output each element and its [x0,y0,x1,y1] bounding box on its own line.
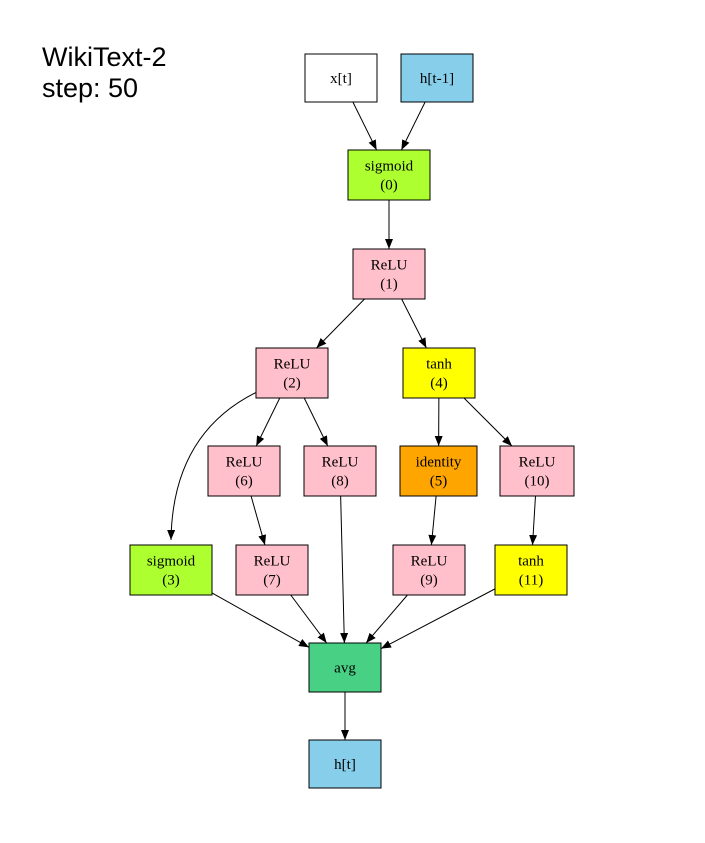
node-label-n4-1: (4) [430,376,448,392]
step-label: step: 50 [42,73,139,103]
edge-n6-to-n7 [250,495,267,546]
edge-n8-to-avg [340,495,349,644]
node-label-h_prev-0: h[t-1] [420,71,454,87]
node-n1: ReLU (1) [352,248,426,300]
node-label-n3-1: (3) [162,573,180,589]
node-label-n8-0: ReLU [322,455,359,471]
node-box-n3 [129,544,213,596]
node-label-n10-1: (10) [525,474,550,490]
node-box-n8 [303,445,377,497]
node-box-n7 [235,544,309,596]
node-n10: ReLU (10) [499,445,575,497]
node-n7: ReLU (7) [235,544,309,596]
node-h_prev: h[t-1] [400,53,474,103]
node-n5: identity (5) [399,445,478,497]
node-box-n1 [352,248,426,300]
node-n9: ReLU (9) [392,544,466,596]
node-h_t: h[t] [308,739,382,789]
edge-n7-to-avg [290,594,328,644]
edge-n10-to-n11 [529,495,538,546]
node-box-h_prev [400,53,474,103]
edge-h_prev-to-n0 [400,101,426,151]
node-n6: ReLU (6) [207,445,281,497]
node-avg: avg [308,642,382,693]
node-n8: ReLU (8) [303,445,377,497]
edge-n4-to-n10 [463,397,513,447]
node-box-h_t [308,739,382,789]
node-label-n2-0: ReLU [274,357,311,373]
node-box-n4 [402,347,476,399]
node-n2: ReLU (2) [255,347,329,399]
node-label-n1-0: ReLU [371,258,408,274]
edge-n9-to-avg [365,594,408,644]
node-box-n9 [392,544,466,596]
edge-n11-to-avg [380,588,496,650]
node-label-n7-0: ReLU [254,554,291,570]
edge-n2-to-n6 [255,397,281,447]
edge-n5-to-n9 [428,495,437,546]
node-label-n4-0: tanh [426,357,452,373]
edge-n2-to-n3 [167,391,258,541]
node-label-n11-1: (11) [519,573,543,589]
node-box-avg [308,642,382,693]
edge-n1-to-n2 [316,298,365,349]
node-label-h_t-0: h[t] [334,757,356,773]
node-box-n0 [347,149,431,201]
node-box-x_t [304,53,378,103]
node-label-n5-0: identity [416,455,462,471]
node-label-avg-0: avg [334,661,356,677]
edge-n2-to-n8 [303,397,329,447]
node-n11: tanh (11) [494,544,568,596]
node-box-n5 [399,445,478,497]
node-label-n8-1: (8) [331,474,349,490]
edge-n3-to-avg [211,592,310,648]
node-n3: sigmoid (3) [129,544,213,596]
node-label-n0-1: (0) [380,178,398,194]
node-label-n6-0: ReLU [226,455,263,471]
diagram-title: WikiText-2 step: 50 [42,42,167,104]
node-label-n10-0: ReLU [519,455,556,471]
node-label-n3-0: sigmoid [147,554,196,570]
node-n4: tanh (4) [402,347,476,399]
node-n0: sigmoid (0) [347,149,431,201]
node-label-n7-1: (7) [263,573,281,589]
node-box-n6 [207,445,281,497]
node-label-n5-1: (5) [430,474,448,490]
node-label-n9-0: ReLU [411,554,448,570]
node-label-n1-1: (1) [380,277,398,293]
edge-x_t-to-n0 [352,101,378,151]
node-box-n11 [494,544,568,596]
node-label-n11-0: tanh [518,554,544,570]
node-label-n9-1: (9) [420,573,438,589]
node-label-n2-1: (2) [283,376,301,392]
edge-n1-to-n4 [401,298,427,349]
node-label-n6-1: (6) [235,474,253,490]
node-x_t: x[t] [304,53,378,103]
dataset-label: WikiText-2 [42,42,167,72]
node-label-n0-0: sigmoid [365,159,414,175]
node-label-x_t-0: x[t] [330,71,352,87]
node-box-n10 [499,445,575,497]
node-box-n2 [255,347,329,399]
